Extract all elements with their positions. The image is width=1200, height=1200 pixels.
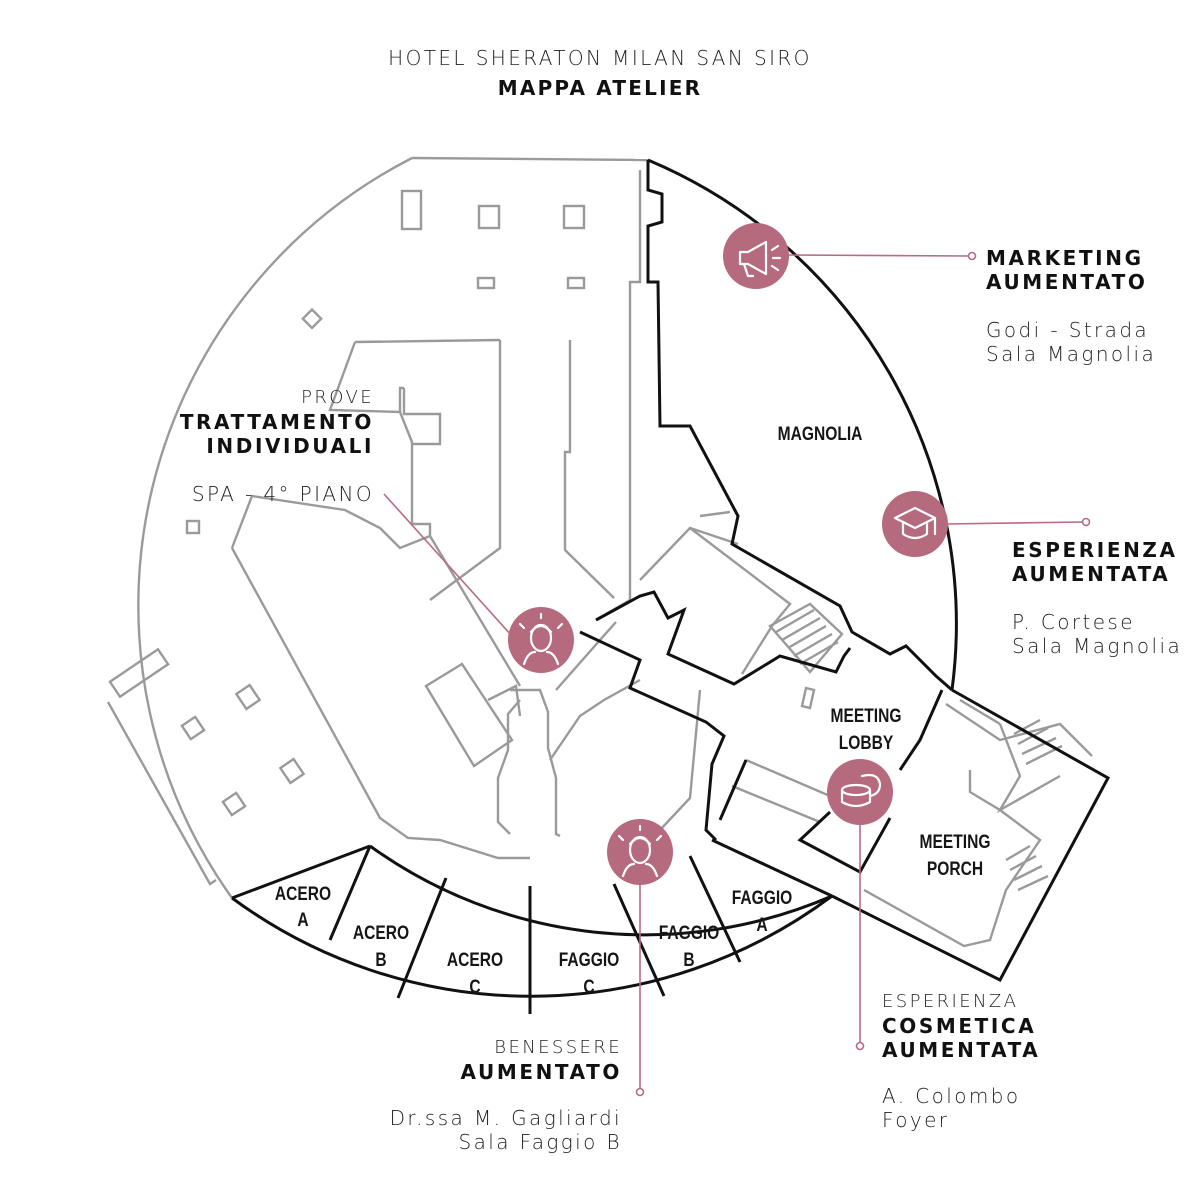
face-treatment-icon (518, 612, 564, 666)
room-faggio-a-1: FAGGIO (732, 887, 793, 909)
room-faggio-b-1: FAGGIO (659, 922, 720, 944)
prove-desc-1: SPA - 4° PIANO (191, 482, 374, 506)
marker-benessere[interactable] (607, 819, 673, 885)
room-faggio-c-1: FAGGIO (559, 949, 620, 971)
annotation-prove: PROVE TRATTAMENTO INDIVIDUALI SPA - 4° P… (140, 386, 374, 506)
annotation-benessere: BENESSERE AUMENTATO Dr.ssa M. Gagliardi … (340, 1036, 622, 1154)
map-subtitle: HOTEL SHERATON MILAN SAN SIRO (388, 46, 812, 70)
cosmetica-title-1: COSMETICA (882, 1014, 1037, 1038)
room-faggio-b-2: B (683, 949, 694, 971)
room-meeting-porch-1: MEETING (920, 831, 991, 853)
annotation-esperienza: ESPERIENZA AUMENTATA P. Cortese Sala Mag… (1012, 538, 1182, 658)
marketing-desc-1: Godi - Strada (986, 318, 1150, 342)
room-faggio-a-2: A (756, 914, 768, 936)
marker-prove[interactable] (508, 607, 574, 673)
room-acero-a-2: A (297, 909, 309, 931)
prove-pre: PROVE (301, 387, 374, 408)
prove-title-2: INDIVIDUALI (206, 434, 374, 458)
marketing-title-1: MARKETING (986, 246, 1144, 270)
floor-plan-walls-dark (231, 158, 1111, 1014)
esperienza-title-2: AUMENTATA (1012, 562, 1171, 586)
prove-title-1: TRATTAMENTO (179, 410, 374, 434)
cosmetica-desc-2: Foyer (882, 1108, 950, 1132)
cosmetica-pre: ESPERIENZA (882, 991, 1019, 1012)
graduation-cap-icon (893, 506, 937, 540)
benessere-desc-2: Sala Faggio B (458, 1130, 622, 1154)
floor-plan-walls-light (106, 156, 1093, 948)
benessere-desc-1: Dr.ssa M. Gagliardi (389, 1106, 622, 1130)
cosmetica-title-2: AUMENTATA (882, 1038, 1041, 1062)
marker-esperienza[interactable] (882, 491, 948, 557)
room-meeting-lobby-2: LOBBY (839, 732, 894, 754)
benessere-title-1: AUMENTATO (460, 1060, 622, 1084)
room-acero-c-1: ACERO (447, 949, 503, 971)
leader-lines (383, 251, 1091, 1097)
annotation-marketing: MARKETING AUMENTATO Godi - Strada Sala M… (986, 246, 1156, 366)
cosmetica-desc-1: A. Colombo (882, 1084, 1021, 1108)
room-faggio-c-2: C (583, 976, 595, 998)
cream-jar-icon (840, 773, 882, 808)
room-acero-a-1: ACERO (275, 883, 331, 905)
megaphone-icon (738, 240, 782, 278)
map-title: MAPPA ATELIER (497, 76, 703, 100)
benessere-pre: BENESSERE (494, 1037, 622, 1058)
annotation-cosmetica: ESPERIENZA COSMETICA AUMENTATA A. Colomb… (882, 990, 1040, 1132)
room-meeting-lobby-1: MEETING (831, 705, 902, 727)
room-labels: MAGNOLIA MEETING LOBBY MEETING PORCH ACE… (275, 423, 991, 998)
stairs (768, 602, 844, 674)
marketing-title-2: AUMENTATO (986, 270, 1148, 294)
esperienza-desc-1: P. Cortese (1012, 610, 1135, 634)
room-meeting-porch-2: PORCH (927, 858, 983, 880)
face-treatment-icon (617, 824, 663, 878)
room-acero-c-2: C (469, 976, 481, 998)
marker-marketing[interactable] (723, 223, 789, 289)
marker-cosmetica[interactable] (827, 759, 893, 825)
marketing-desc-2: Sala Magnolia (986, 342, 1157, 366)
esperienza-title-1: ESPERIENZA (1012, 538, 1178, 562)
room-acero-b-1: ACERO (353, 922, 409, 944)
room-magnolia: MAGNOLIA (778, 423, 863, 445)
esperienza-desc-2: Sala Magnolia (1012, 634, 1183, 658)
room-acero-b-2: B (375, 949, 386, 971)
